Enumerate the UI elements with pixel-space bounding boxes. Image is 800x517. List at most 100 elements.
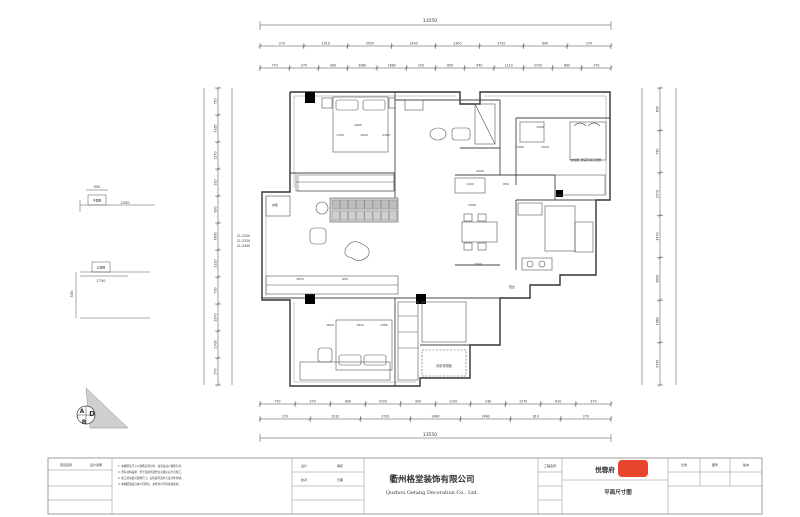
dimension-label: 1680 [388, 64, 396, 68]
dimension-label: 1100 [449, 400, 457, 404]
sofa-cushion [364, 210, 373, 221]
column [416, 294, 426, 304]
side-dim-1: 950 [94, 185, 101, 189]
dimension-label: 650 [447, 64, 453, 68]
second-bedroom-furniture [519, 121, 607, 196]
dimension-label: 4150 [656, 360, 660, 368]
dimension-label: 3165 [214, 124, 218, 132]
dimension-label: 150 [418, 64, 424, 68]
living-room-furniture [265, 195, 399, 295]
dimension-label: 610 [533, 415, 539, 419]
dimension-label: 270 [310, 400, 316, 404]
interior-dimension: 1520 [541, 145, 549, 149]
sofa-cushion [348, 199, 357, 210]
sofa-cushion [331, 199, 340, 210]
dimension-label: 1370 [214, 151, 218, 159]
sofa-cushion [340, 210, 348, 221]
dimension-label: 270 [282, 415, 288, 419]
title-block [48, 458, 762, 514]
drawing-title: 平面尺寸图 [604, 488, 632, 496]
detail-label-2: 立面图 [97, 266, 106, 270]
left-dimensions [203, 86, 233, 387]
dimension-label: 1910 [322, 42, 330, 46]
top-dimensions [258, 21, 613, 71]
sofa-cushion [340, 199, 348, 210]
detail-label-1: 平面图 [93, 199, 102, 203]
dimension-label: 770 [275, 400, 281, 404]
interior-dimension: 1810 [356, 323, 364, 327]
dimension-label: 2460 [482, 415, 490, 419]
sofa-cushion [348, 210, 357, 221]
dimension-label: 690 [542, 42, 548, 46]
column [556, 190, 563, 197]
interior-dimension: 2000 [476, 169, 484, 173]
interior-dimension: 1700 [336, 133, 344, 137]
interior-dimension: 1100 [466, 182, 474, 186]
tb-field-date: 日期 [337, 477, 343, 482]
exterior-walls [261, 91, 611, 387]
dimension-label: 1400 [410, 42, 418, 46]
note-line: 1. 本图所注尺寸以现场实测为准，如有变动以现场为准。 [118, 464, 184, 468]
dimension-label: 3720 [381, 415, 389, 419]
dimension-label: 1110 [505, 64, 513, 68]
dimension-label: 700 [214, 287, 218, 293]
side-dim-2: 2300 [121, 201, 130, 205]
tb-label-left-1: 项目名称 [60, 462, 72, 467]
dimension-label: 600 [656, 106, 660, 112]
dimension-label: 3900 [214, 232, 218, 240]
wardrobe-strip-top [297, 174, 395, 192]
interior-dimension: 1620 [326, 323, 334, 327]
dim-top-total: 13550 [423, 18, 437, 24]
compass-letter-a: A [80, 408, 85, 415]
dimension-label: 900 [330, 64, 336, 68]
dimension-label: 1910 [331, 415, 339, 419]
tb-field-number: 图号 [712, 462, 718, 467]
dimension-label: 570 [214, 368, 218, 374]
dimension-label: 1060 [656, 317, 660, 325]
dimension-label: 270 [590, 400, 596, 404]
dimension-label: 750 [214, 98, 218, 104]
interior-dimension: 1600 [360, 133, 368, 137]
room-note-top-right: 衣帽柜 按实际情况调整 [571, 157, 602, 162]
room-labels: 衣帽柜 按实际情况调整 次卧衣帽柜 衣柜 阳台 [272, 157, 601, 368]
bottom-bedroom-furniture [299, 301, 467, 381]
side-dim-4: 500 [70, 291, 74, 298]
cl-line-2: CL:2320 [237, 239, 250, 243]
column [305, 294, 315, 304]
dimension-label: 310 [214, 179, 218, 185]
sofa-cushion [356, 210, 365, 221]
dimension-label: 540 [476, 64, 482, 68]
tb-field-check: 校对 [301, 477, 307, 482]
dimension-label: 2720 [534, 64, 542, 68]
interior-dimension: 2900 [354, 123, 362, 127]
dimension-label: 2300 [453, 42, 461, 46]
cl-line-3: CL:2400 [237, 244, 250, 248]
dimension-label: 690 [564, 64, 570, 68]
sofa-cushion [372, 210, 381, 221]
sofa-cushion [381, 210, 389, 221]
dimension-label: 770 [272, 64, 278, 68]
dimension-label: 3720 [379, 400, 387, 404]
section-marker-icon [76, 387, 129, 429]
structural-columns [305, 92, 563, 304]
interior-dimension: 950 [342, 277, 348, 281]
dimension-label: 270 [586, 42, 592, 46]
kitchen-fixtures [454, 177, 594, 271]
master-bedroom-furniture [295, 96, 396, 192]
dimension-label: 300 [415, 400, 421, 404]
dimension-label: 650 [214, 206, 218, 212]
sofa-cushion [331, 210, 340, 221]
interior-dimension: 1200 [536, 125, 544, 129]
dimension-label: 270 [279, 42, 285, 46]
tb-label-left-2: 设计说明 [90, 462, 102, 467]
interior-dimension: 2490 [468, 203, 476, 207]
dimension-label: 750 [656, 149, 660, 155]
interior-dimension: 650 [503, 182, 509, 186]
dim-bottom-total: 13550 [423, 432, 437, 438]
